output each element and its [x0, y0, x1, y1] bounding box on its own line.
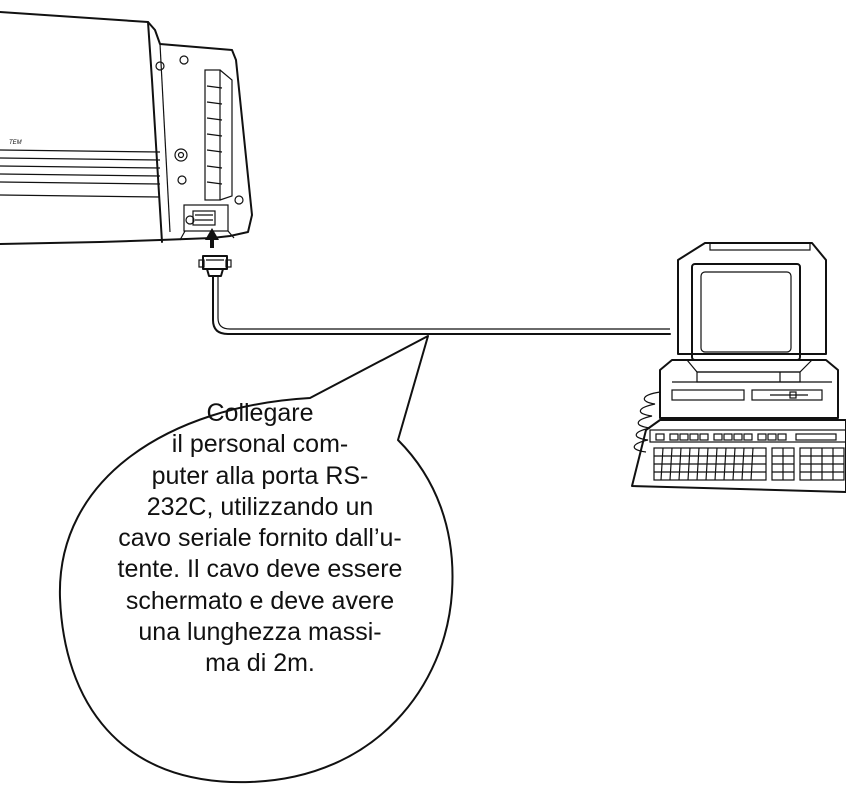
bubble-line: una lunghezza massi-: [138, 618, 382, 647]
bubble-line: Collegare: [206, 399, 314, 427]
bubble-line: cavo seriale fornito dall’u-: [118, 524, 402, 553]
bubble-text: Collegare il personal com- puter alla po…: [60, 398, 460, 680]
personal-computer: [631, 242, 846, 493]
telephone-system-unit: [0, 11, 253, 245]
bubble-line: 232C, utilizzando un: [146, 492, 374, 521]
bubble-line: schermato e deve avere: [125, 586, 395, 615]
speech-bubble: [58, 335, 454, 784]
device-label: TEM: [9, 140, 22, 146]
serial-cable: [212, 275, 671, 335]
bubble-line: il personal com-: [171, 430, 349, 459]
serial-connector: [198, 255, 232, 277]
bubble-line: tente. Il cavo deve essere: [117, 555, 403, 584]
insert-arrow-icon: [205, 228, 219, 248]
bubble-line: puter alla porta RS-: [151, 461, 369, 490]
bubble-line: ma di 2m.: [205, 649, 315, 678]
